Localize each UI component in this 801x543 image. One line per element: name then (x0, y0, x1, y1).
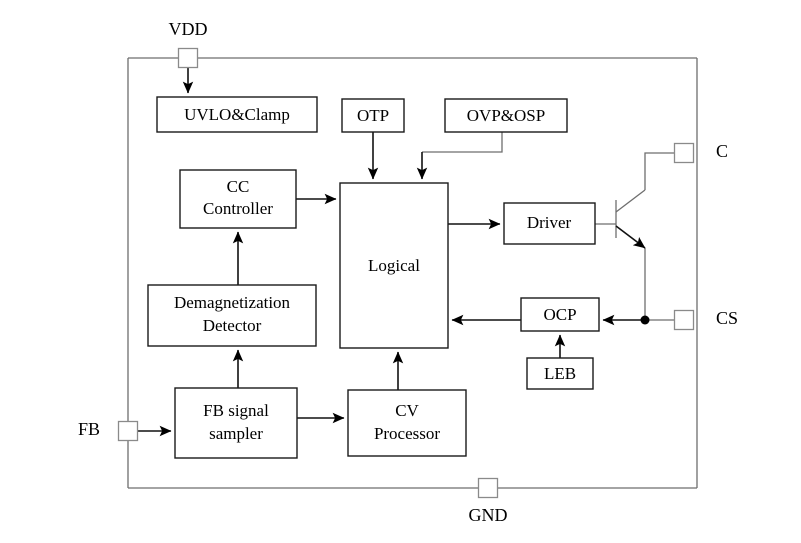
block-leb[interactable]: LEB (526, 357, 594, 390)
pin-c[interactable]: C (673, 141, 729, 164)
block-logical[interactable]: Logical (339, 182, 449, 349)
pin-cs-label: CS (716, 308, 738, 328)
emitter-arrow (615, 225, 646, 249)
net-ovposp-run (422, 132, 503, 153)
block-cvproc-label-line2: Processor (374, 424, 440, 443)
block-driver[interactable]: Driver (503, 202, 596, 245)
pin-gnd[interactable]: GND (469, 477, 508, 526)
pin-c-label: C (716, 141, 728, 161)
block-otp[interactable]: OTP (341, 98, 405, 133)
block-ocp-label: OCP (543, 305, 576, 324)
npn-transistor (615, 189, 646, 249)
block-uvlo-clamp-label: UVLO&Clamp (184, 105, 290, 124)
block-ocp[interactable]: OCP (520, 297, 600, 332)
wiring (138, 68, 674, 437)
net-collector-to-c (644, 152, 674, 190)
pin-cs[interactable]: CS (673, 308, 739, 331)
pin-fb[interactable]: FB (78, 419, 139, 442)
block-fbsamp-label-line2: sampler (209, 424, 263, 443)
block-cv-processor[interactable]: CV Processor (347, 389, 467, 457)
block-cvproc-label-line1: CV (395, 401, 419, 420)
block-fb-signal-sampler[interactable]: FB signal sampler (174, 387, 298, 459)
block-ovp-osp-label: OVP&OSP (467, 106, 545, 125)
block-ovp-osp[interactable]: OVP&OSP (444, 98, 568, 133)
block-uvlo-clamp[interactable]: UVLO&Clamp (156, 96, 318, 133)
block-otp-label: OTP (357, 106, 389, 125)
block-cc-controller[interactable]: CC Controller (179, 169, 297, 229)
block-demag-label-line2: Detector (203, 316, 262, 335)
junction-dot-cs (640, 315, 650, 325)
block-leb-label: LEB (544, 364, 576, 383)
chip-outline (127, 57, 698, 489)
block-demagnetization-detector[interactable]: Demagnetization Detector (147, 284, 317, 347)
block-logical-label: Logical (368, 256, 420, 275)
block-driver-label: Driver (527, 213, 572, 232)
block-fbsamp-label-line1: FB signal (203, 401, 269, 420)
pin-gnd-label: GND (469, 505, 508, 525)
pin-fb-label: FB (78, 419, 100, 439)
block-demag-label-line1: Demagnetization (174, 293, 291, 312)
block-cc-controller-label-line2: Controller (203, 199, 273, 218)
pin-vdd[interactable]: VDD (169, 19, 208, 69)
block-cc-controller-label-line1: CC (227, 177, 250, 196)
pin-vdd-label: VDD (169, 19, 208, 39)
